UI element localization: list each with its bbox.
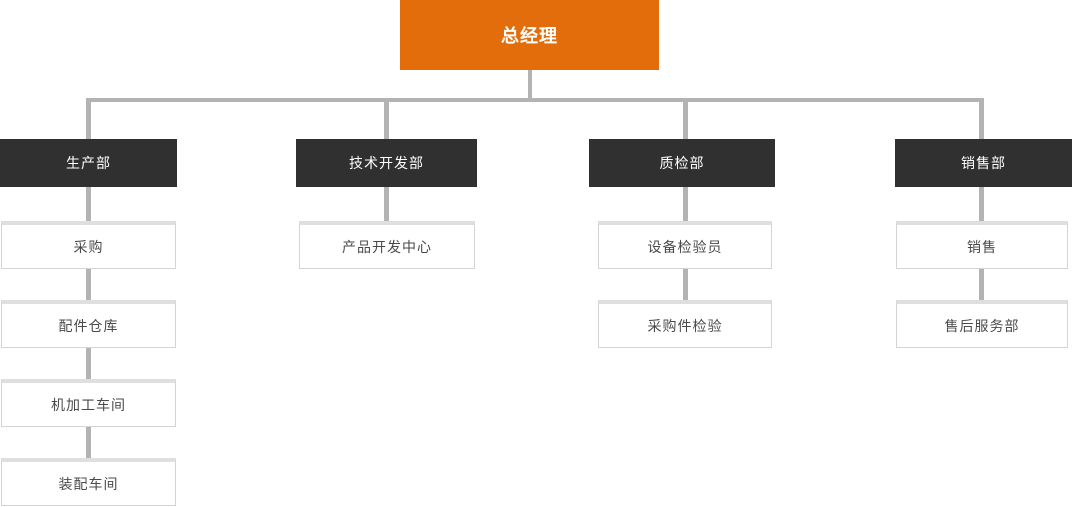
- org-node-assembly-workshop: 装配车间: [1, 458, 176, 506]
- connector-root-stub: [528, 68, 532, 100]
- connector-col-qc: [683, 98, 688, 303]
- org-node-qc-dept: 质检部: [589, 139, 775, 187]
- org-node-product-dev-center: 产品开发中心: [299, 221, 475, 269]
- org-node-machining-workshop: 机加工车间: [1, 379, 176, 427]
- connector-col-production: [86, 98, 91, 460]
- org-node-parts-warehouse: 配件仓库: [1, 300, 176, 348]
- org-node-production-dept: 生产部: [0, 139, 177, 187]
- connector-col-sales: [979, 98, 984, 303]
- org-node-after-sales-service: 售后服务部: [896, 300, 1068, 348]
- org-node-purchasing: 采购: [1, 221, 176, 269]
- org-node-tech-dev-dept: 技术开发部: [296, 139, 477, 187]
- org-node-sales-dept: 销售部: [895, 139, 1072, 187]
- org-node-sales: 销售: [896, 221, 1068, 269]
- org-node-general-manager: 总经理: [400, 0, 659, 70]
- connector-horizontal: [86, 98, 984, 102]
- org-node-equipment-inspector: 设备检验员: [598, 221, 772, 269]
- org-node-purchased-parts-inspection: 采购件检验: [598, 300, 772, 348]
